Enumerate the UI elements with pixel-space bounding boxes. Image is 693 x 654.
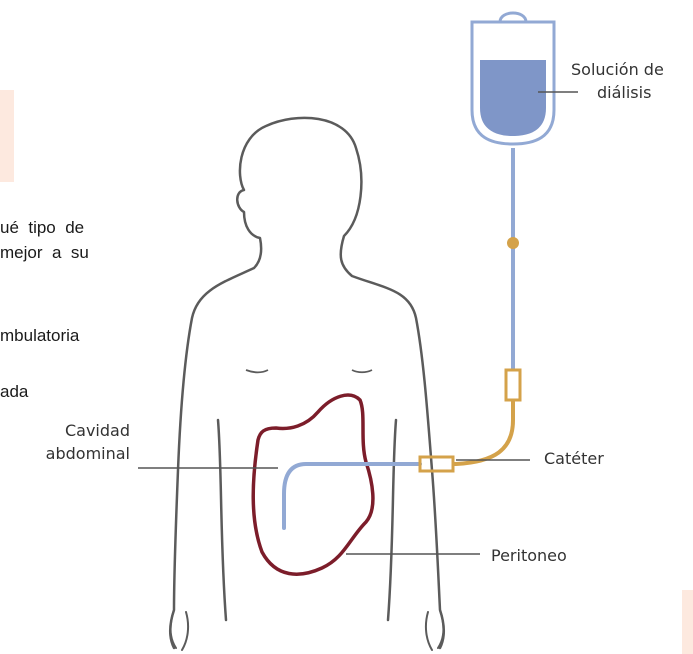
right-hand (426, 610, 444, 650)
catheter-connector-upper (506, 370, 520, 400)
chest-line-left (246, 370, 268, 372)
label-solucion-line2: diálisis (571, 81, 664, 104)
left-hand (171, 610, 189, 650)
label-cavidad-line1: Cavidad (0, 419, 130, 442)
label-peritoneo: Peritoneo (491, 544, 567, 567)
drip-valve (507, 237, 519, 249)
label-cateter: Catéter (544, 447, 604, 470)
tube-abdominal (284, 464, 420, 528)
catheter-connector-lower (420, 457, 453, 471)
label-solucion-dialisis: Solución de diálisis (571, 58, 664, 104)
bag-solution (480, 60, 546, 136)
catheter-tube (452, 400, 513, 464)
label-cavidad-line2: abdominal (0, 442, 130, 465)
peritoneum-outline (253, 395, 373, 574)
chest-line-right (352, 370, 372, 372)
label-cavidad-abdominal: Cavidad abdominal (0, 419, 130, 465)
label-solucion-line1: Solución de (571, 60, 664, 79)
body-outline (170, 118, 444, 648)
